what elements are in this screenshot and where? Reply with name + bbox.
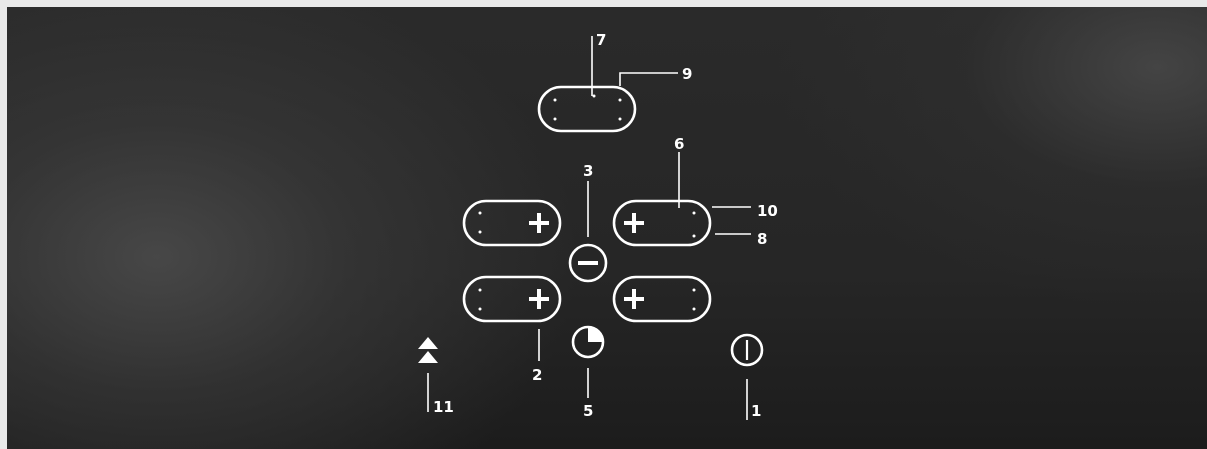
callout-6: 6 — [674, 135, 684, 153]
double-chevron-up-icon — [418, 337, 438, 363]
callout-5: 5 — [583, 402, 593, 420]
callout-10: 10 — [757, 202, 778, 220]
callout-8: 8 — [757, 230, 767, 248]
callout-7: 7 — [596, 31, 606, 49]
zone-top-right-plus-button[interactable] — [612, 199, 712, 247]
callout-11: 11 — [433, 398, 454, 416]
leader-line-9 — [619, 72, 678, 86]
power-button[interactable] — [730, 333, 764, 367]
timer-button[interactable] — [571, 325, 605, 359]
callout-2: 2 — [532, 366, 542, 384]
plus-icon — [529, 289, 549, 309]
minus-button[interactable] — [568, 243, 608, 283]
timer-icon — [588, 327, 603, 342]
zone-bottom-right-plus-button[interactable] — [612, 275, 712, 323]
top-display[interactable] — [537, 85, 637, 133]
plus-icon — [624, 213, 644, 233]
plus-icon — [529, 213, 549, 233]
cooktop-control-panel — [7, 7, 1207, 449]
boost-button[interactable] — [418, 337, 438, 363]
callout-3: 3 — [583, 162, 593, 180]
zone-bottom-left-plus-button[interactable] — [462, 275, 562, 323]
plus-icon — [624, 289, 644, 309]
zone-top-left-plus-button[interactable] — [462, 199, 562, 247]
callout-9: 9 — [682, 65, 692, 83]
callout-1: 1 — [751, 402, 761, 420]
